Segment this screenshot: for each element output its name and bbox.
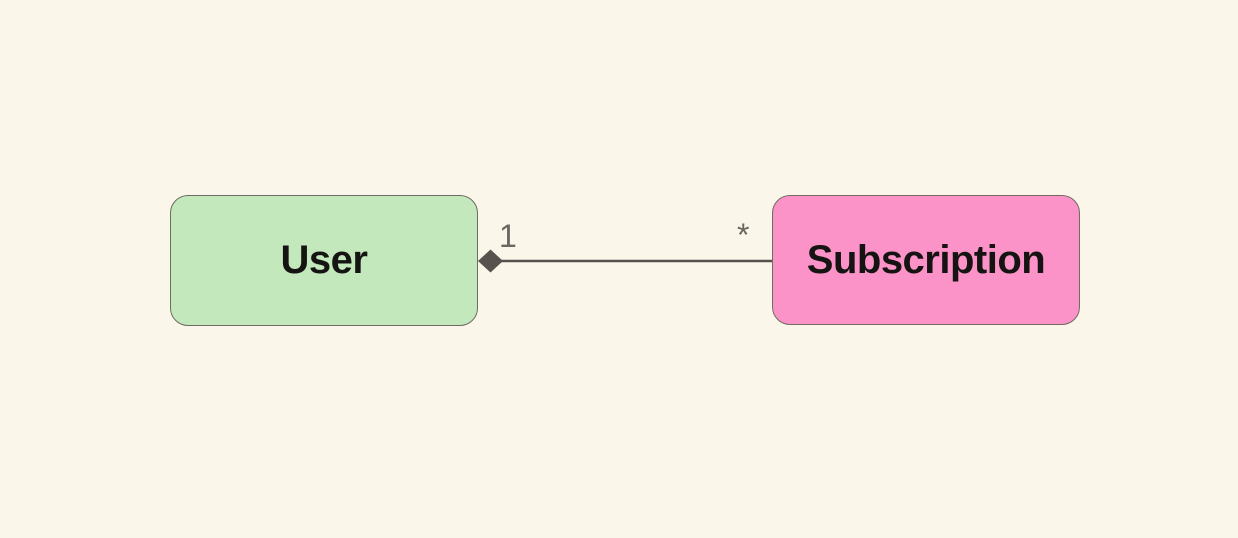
multiplicity-source-label: 1 [499, 218, 517, 254]
node-subscription-label: Subscription [806, 237, 1046, 282]
multiplicity-target-label: * [737, 217, 750, 253]
node-user: User [170, 195, 478, 326]
node-user-label: User [280, 238, 368, 282]
node-subscription: Subscription [772, 195, 1080, 325]
